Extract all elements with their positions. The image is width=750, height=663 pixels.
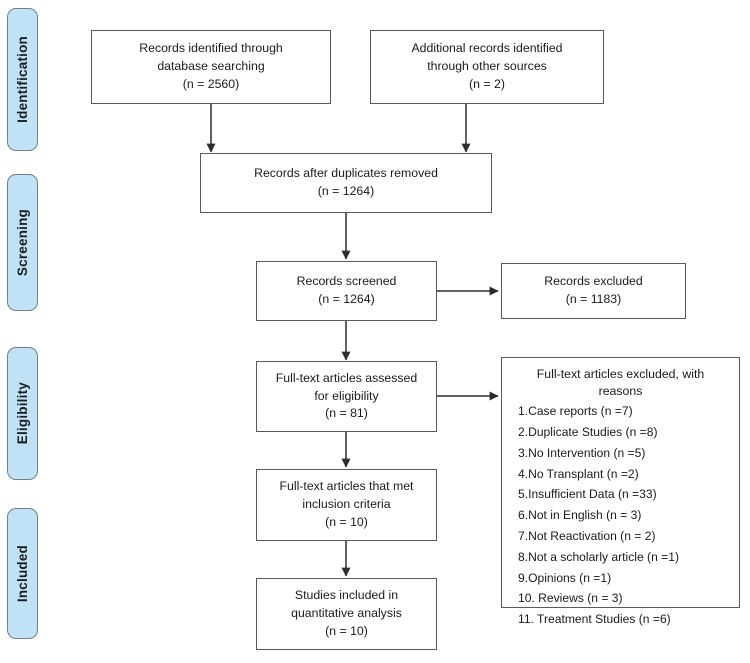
records-identified-line1: Records identified through [139,41,283,56]
additional-records-line2: through other sources [427,59,547,74]
stage-pill-identification: Identification [7,8,38,151]
additional-records-line1: Additional records identified [411,41,563,56]
stage-pill-eligibility: Eligibility [7,347,38,480]
fulltext-assessed-line2: for eligibility [314,388,379,403]
box-studies-included: Studies included in quantitative analysi… [256,578,437,650]
exclusion-reasons-list: 1.Case reports (n =7) 2.Duplicate Studie… [508,401,733,630]
records-identified-line2: database searching [157,59,265,74]
duplicates-removed-count: (n = 1264) [317,184,375,198]
stage-pill-screening: Screening [7,174,38,311]
studies-included-count: (n = 10) [325,623,368,638]
list-item: 2.Duplicate Studies (n =8) [518,424,658,439]
fulltext-excluded-title: Full-text articles excluded, with reason… [508,366,733,399]
fulltext-included-line2: inclusion criteria [302,497,391,512]
fulltext-excluded-title-line1: Full-text articles excluded, with [536,367,705,381]
stage-label-included: Included [15,544,30,603]
list-item: 4.No Transplant (n =2) [518,466,639,481]
box-duplicates-removed: Records after duplicates removed (n = 12… [200,153,492,213]
box-fulltext-assessed: Full-text articles assessed for eligibil… [256,361,437,432]
stage-label-identification: Identification [15,36,30,123]
list-item: 1.Case reports (n =7) [518,404,633,419]
box-fulltext-included: Full-text articles that met inclusion cr… [256,469,437,541]
records-screened-line1: Records screened [296,274,397,289]
list-item: 7.Not Reactivation (n = 2) [518,528,656,543]
records-excluded-count: (n = 1183) [565,292,622,306]
stage-label-eligibility: Eligibility [15,382,30,445]
fulltext-included-line1: Full-text articles that met [279,479,414,494]
list-item: 11. Treatment Studies (n =6) [518,612,671,627]
records-identified-count: (n = 2560) [182,76,240,91]
stage-pill-included: Included [7,508,38,639]
box-fulltext-excluded-reasons: Full-text articles excluded, with reason… [501,357,740,626]
fulltext-assessed-line1: Full-text articles assessed [275,370,418,385]
list-item: 6.Not in English (n = 3) [518,508,642,523]
box-records-screened: Records screened (n = 1264) [256,261,437,321]
box-additional-records: Additional records identified through ot… [370,30,604,104]
records-excluded-line1: Records excluded [544,274,643,289]
fulltext-excluded-title-line2: reasons [598,383,643,398]
list-item: 3.No Intervention (n =5) [518,445,646,460]
list-item: 8.Not a scholarly article (n =1) [518,549,679,564]
studies-included-line1: Studies included in [294,588,399,603]
stage-label-screening: Screening [15,208,30,277]
box-records-excluded: Records excluded (n = 1183) [501,263,686,319]
list-item: 10. Reviews (n = 3) [518,591,623,606]
records-screened-count: (n = 1264) [318,292,375,306]
box-records-identified: Records identified through database sear… [91,30,331,104]
duplicates-removed-line1: Records after duplicates removed [254,166,438,181]
studies-included-line2: quantitative analysis [291,606,402,621]
list-item: 5.Insufficient Data (n =33) [518,487,657,502]
list-item: 9.Opinions (n =1) [518,570,612,585]
additional-records-count: (n = 2) [469,76,505,91]
fulltext-assessed-count: (n = 81) [325,406,368,421]
fulltext-included-count: (n = 10) [325,514,368,529]
